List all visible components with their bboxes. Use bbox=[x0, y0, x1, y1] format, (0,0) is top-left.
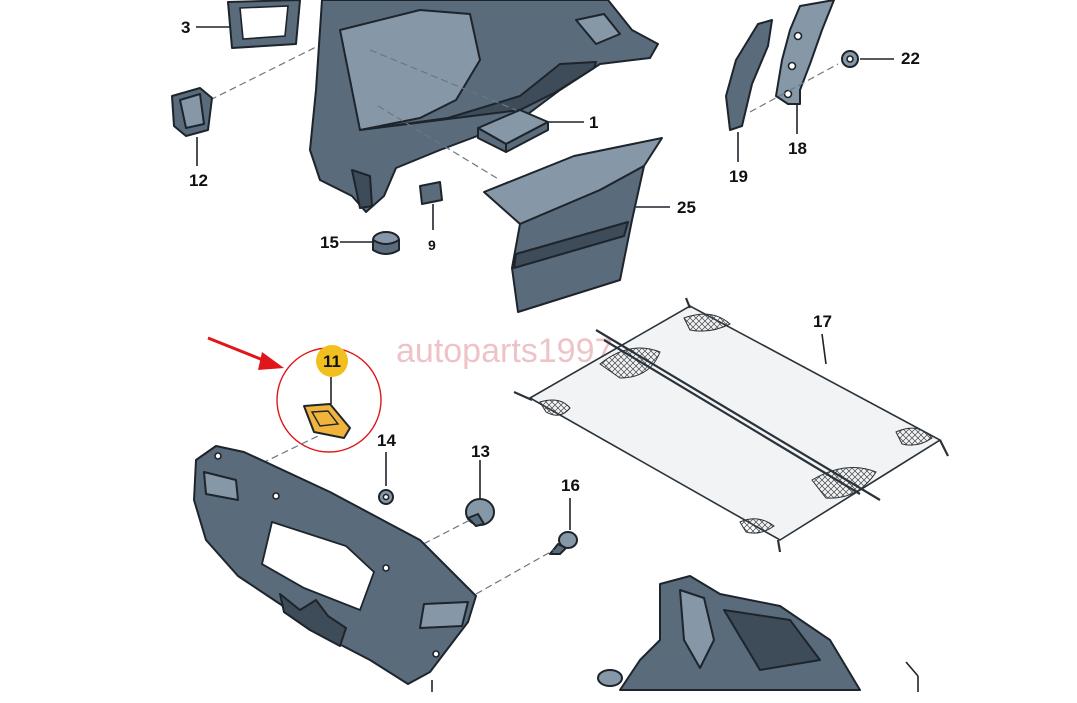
callout-12: 12 bbox=[189, 171, 208, 190]
callout-25: 25 bbox=[677, 198, 696, 217]
part-3-frame[interactable] bbox=[227, 0, 301, 49]
pointer-arrow bbox=[207, 336, 284, 370]
rear-trim-panel[interactable] bbox=[193, 445, 477, 685]
callout-badge-11: 11 bbox=[316, 345, 348, 377]
watermark-text: autoparts1997 bbox=[396, 332, 613, 370]
part-22-nut[interactable] bbox=[841, 50, 859, 68]
part-15-grommet[interactable] bbox=[372, 231, 400, 255]
part-13-clip[interactable] bbox=[465, 498, 495, 527]
dash-line-3 bbox=[209, 39, 331, 101]
callout-11: 11 bbox=[323, 352, 341, 371]
callout-16: 16 bbox=[561, 476, 580, 495]
dash-line-panel-b bbox=[377, 105, 501, 181]
callout-3: 3 bbox=[181, 18, 190, 37]
callout-1: 1 bbox=[589, 113, 598, 132]
part-14-grommet[interactable] bbox=[378, 489, 394, 505]
callout-9: 9 bbox=[428, 237, 436, 253]
part-16-screw[interactable] bbox=[549, 531, 578, 555]
leader-bottom-right bbox=[905, 661, 919, 677]
partial-lower-component[interactable] bbox=[597, 575, 861, 691]
callout-19: 19 bbox=[729, 167, 748, 186]
leader-17 bbox=[821, 333, 827, 365]
callout-17: 17 bbox=[813, 312, 832, 331]
part-12-clip[interactable] bbox=[171, 87, 213, 137]
part-17-cargo-net[interactable] bbox=[513, 297, 949, 553]
part-19-bracket[interactable] bbox=[725, 19, 773, 131]
side-trim-panel[interactable] bbox=[309, 0, 659, 213]
dash-line-18 bbox=[749, 63, 839, 113]
part-1-box[interactable] bbox=[477, 109, 549, 153]
part-18-bracket[interactable] bbox=[775, 0, 835, 105]
part-9-plug[interactable] bbox=[419, 181, 443, 205]
dash-line-16 bbox=[475, 549, 555, 595]
callout-22: 22 bbox=[901, 49, 920, 68]
callout-14: 14 bbox=[377, 431, 396, 450]
dash-line-panel-a bbox=[369, 49, 541, 121]
part-11-clip-highlighted[interactable] bbox=[303, 403, 351, 439]
part-25-cover[interactable] bbox=[483, 137, 663, 313]
callout-15: 15 bbox=[320, 233, 339, 252]
callout-18: 18 bbox=[788, 139, 807, 158]
callout-13: 13 bbox=[471, 442, 490, 461]
